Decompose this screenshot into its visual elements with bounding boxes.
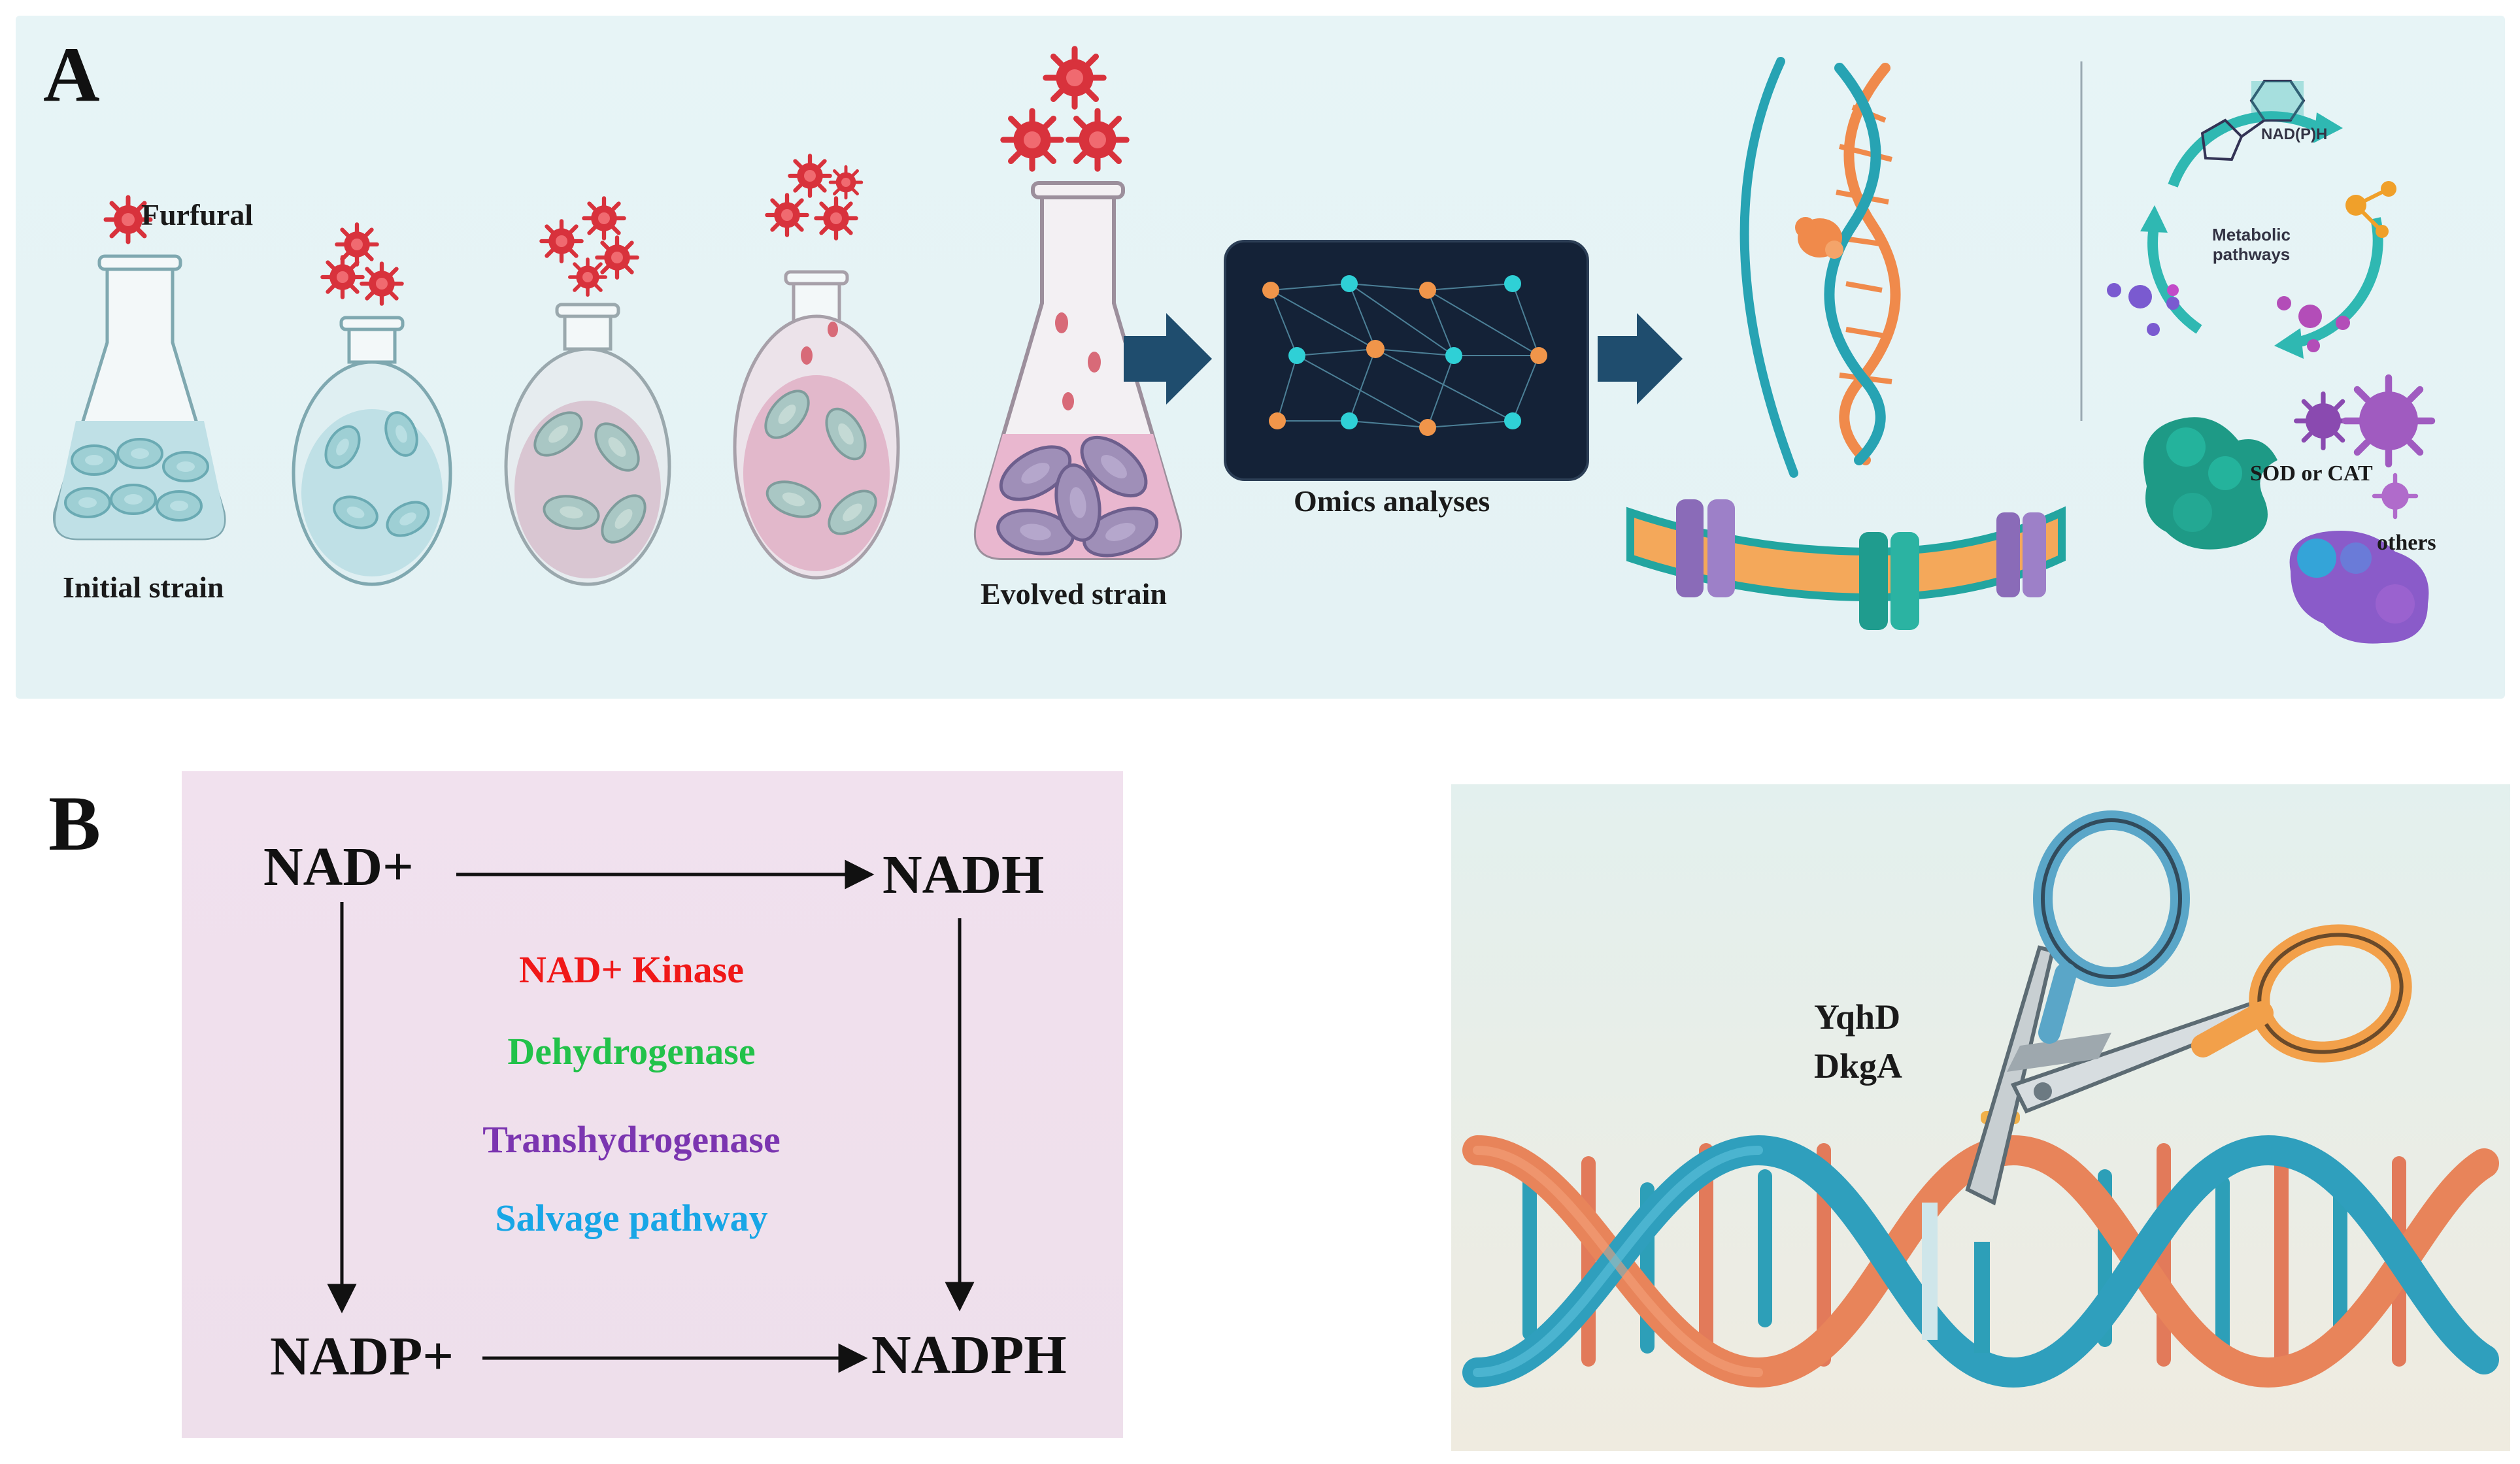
dna-helix-icon [1462,1111,2499,1388]
enzyme-label: Transhydrogenase [482,1118,781,1161]
enzyme-label: NAD+ Kinase [518,948,744,991]
enzyme-label: Salvage pathway [495,1197,768,1239]
metabolic-label-line2: pathways [2212,244,2291,264]
metabolic-cycle-icon [2107,80,2396,359]
initial-strain-label: Initial strain [63,571,224,604]
panel-a: A [16,16,2505,699]
flask-icon [733,270,900,580]
arrow-right-icon [1124,313,1212,405]
dna-scissors-illustration [1462,810,2499,1388]
panel-a-letter: A [43,31,100,118]
virus-icon [767,156,861,238]
panel-b-letter: B [48,780,101,867]
flask-icon [973,181,1183,565]
enzyme-label: Dehydrogenase [507,1030,756,1073]
sod-cat-label: SOD or CAT [2250,461,2373,486]
scissors-icon [1965,810,2412,1206]
others-label: others [2377,531,2436,555]
cofactor-arrows [327,859,975,1373]
virus-icon [322,224,401,303]
virus-icon [1003,49,1126,169]
evolved-strain-label: Evolved strain [981,577,1167,610]
gene-yqhd-label: YqhD [1814,997,1901,1037]
gene-dkga-label: DkgA [1814,1046,1903,1086]
nadph-cofactor-label: NAD(P)H [2261,125,2328,143]
protein-icon [2143,417,2429,644]
flask-icon [292,316,452,586]
arrow-right-icon [1598,313,1683,405]
virus-icon [2293,374,2436,520]
membrane-icon [1626,499,2066,630]
omics-analyses-label: Omics analyses [1294,484,1490,518]
furfural-label: Furfural [141,198,254,231]
node-nadp: NADP+ [270,1326,454,1387]
node-nad: NAD+ [263,837,414,897]
flask-icon [52,254,226,541]
panel-a-illustration [52,16,2436,644]
panel-c: YqhD DkgA [1451,784,2510,1451]
flask-icon [504,303,671,586]
metabolic-label-line1: Metabolic [2212,225,2291,244]
node-nadh: NADH [882,844,1045,905]
dna-helix-icon [1739,57,1901,478]
virus-icon [541,198,637,295]
node-nadph: NADPH [871,1325,1067,1386]
network-icon [1224,240,1589,481]
